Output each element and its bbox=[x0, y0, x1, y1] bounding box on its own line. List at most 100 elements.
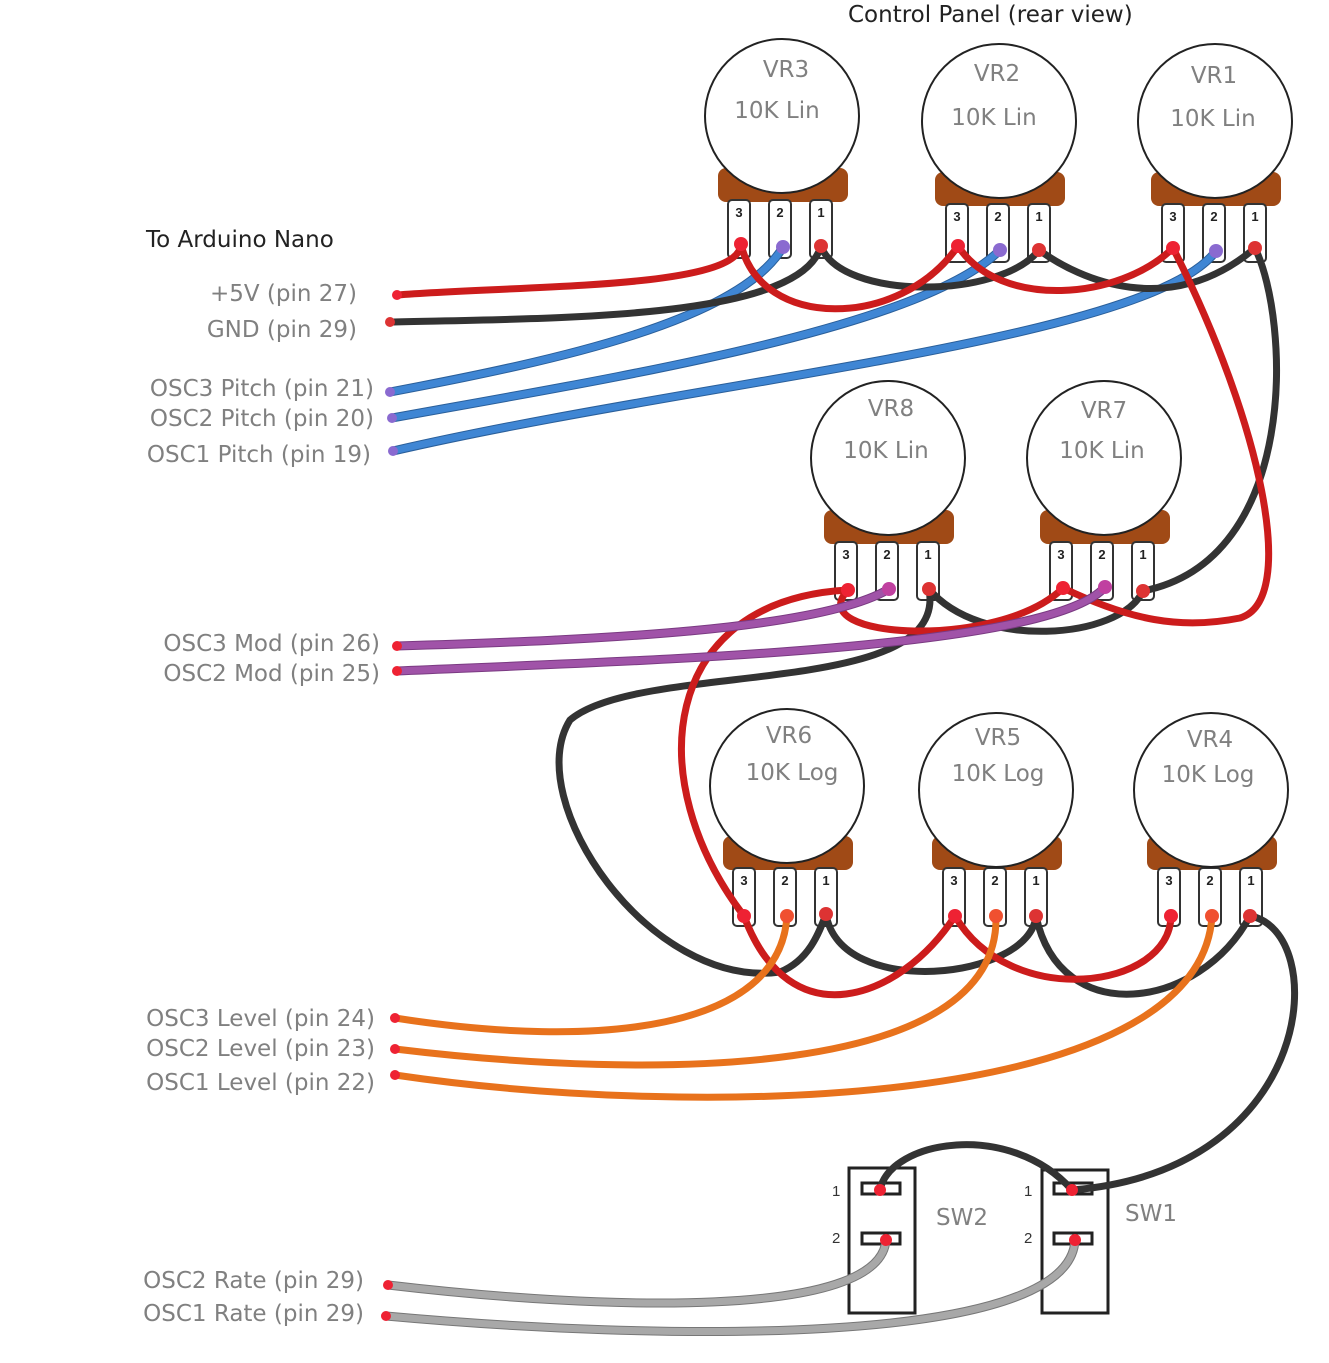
wire-end bbox=[387, 413, 397, 423]
solder-point bbox=[1069, 1234, 1081, 1246]
pot-value: 10K Log bbox=[1162, 762, 1255, 788]
pot-vr6: 3 2 1 VR6 10K Log bbox=[709, 708, 865, 927]
pin-label-3: 3 bbox=[953, 209, 960, 224]
wire-osc2-pitch bbox=[388, 246, 1004, 422]
solder-point bbox=[882, 582, 896, 596]
pot-vr1: 3 2 1 VR1 10K Lin bbox=[1137, 43, 1293, 263]
wire-gnd-vr5-vr4 bbox=[1032, 912, 1254, 998]
pin-label-3: 3 bbox=[735, 205, 742, 220]
solder-points bbox=[381, 237, 1262, 1321]
wire-end bbox=[390, 1044, 400, 1054]
pin-label-1: 1 bbox=[924, 547, 931, 562]
wire-gnd-vr8-vr6 bbox=[555, 585, 934, 977]
solder-point bbox=[1066, 1184, 1078, 1196]
solder-point bbox=[1136, 584, 1150, 598]
pot-lug-1 bbox=[1131, 541, 1155, 601]
solder-point bbox=[874, 1184, 886, 1196]
label-osc3-level: OSC3 Level (pin 24) bbox=[146, 1006, 375, 1032]
solder-point bbox=[780, 909, 794, 923]
wire-end bbox=[392, 666, 402, 676]
pot-value: 10K Log bbox=[746, 760, 839, 786]
pot-vr4: 3 2 1 VR4 10K Log bbox=[1133, 712, 1289, 927]
pot-knob bbox=[918, 712, 1074, 868]
label-osc3-mod: OSC3 Mod (pin 26) bbox=[163, 631, 380, 657]
pot-knob bbox=[1133, 712, 1289, 868]
solder-point bbox=[922, 582, 936, 596]
wire-osc2-level bbox=[391, 912, 1000, 1069]
wire-gnd-vr1-vr7 bbox=[1139, 244, 1280, 595]
label-osc2-pitch: OSC2 Pitch (pin 20) bbox=[150, 406, 374, 432]
wire-5v-vr1-vr7 bbox=[1059, 244, 1273, 627]
wire-5v-vr2-vr1 bbox=[954, 242, 1177, 295]
pin-label-3: 3 bbox=[842, 547, 849, 562]
pin-label-2: 2 bbox=[883, 547, 890, 562]
pot-value: 10K Lin bbox=[1170, 106, 1255, 132]
pot-vr2: 3 2 1 VR2 10K Lin bbox=[921, 43, 1077, 263]
label-osc1-rate: OSC1 Rate (pin 29) bbox=[143, 1301, 364, 1327]
wire-end bbox=[388, 446, 398, 456]
label-osc2-mod: OSC2 Mod (pin 25) bbox=[163, 661, 380, 687]
solder-point bbox=[814, 239, 828, 253]
pin-label-1: 1 bbox=[1035, 209, 1042, 224]
pin-label-1: 1 bbox=[817, 205, 824, 220]
diagram-title: Control Panel (rear view) bbox=[848, 2, 1133, 28]
pot-name: VR2 bbox=[974, 61, 1020, 87]
pot-knob bbox=[704, 38, 860, 194]
wire-gnd-vr3-vr2 bbox=[817, 242, 1043, 291]
solder-point bbox=[776, 240, 790, 254]
pot-name: VR6 bbox=[766, 723, 812, 749]
wire-gnd-main bbox=[386, 242, 825, 326]
solder-point bbox=[1205, 909, 1219, 923]
solder-point bbox=[1166, 241, 1180, 255]
switch-sw2: 1 2 SW2 bbox=[832, 1166, 988, 1315]
pot-name: VR3 bbox=[763, 57, 809, 83]
pin-label-3: 3 bbox=[740, 873, 747, 888]
pot-value: 10K Lin bbox=[1059, 438, 1144, 464]
label-osc3-pitch: OSC3 Pitch (pin 21) bbox=[150, 376, 374, 402]
pin-label-2: 2 bbox=[1210, 209, 1217, 224]
wire-5v-vr6-vr5 bbox=[740, 912, 959, 999]
arduino-heading: To Arduino Nano bbox=[145, 227, 334, 253]
pin-label-3: 3 bbox=[1057, 547, 1064, 562]
pot-knob bbox=[709, 708, 865, 864]
pin-label-2: 2 bbox=[991, 873, 998, 888]
wire-5v-vr5-vr4 bbox=[951, 912, 1175, 983]
solder-point bbox=[819, 907, 833, 921]
wire-gnd-sw1-sw2 bbox=[876, 1141, 1076, 1194]
solder-point bbox=[880, 1234, 892, 1246]
solder-point bbox=[993, 243, 1007, 257]
wire-end bbox=[385, 387, 395, 397]
switch-pin-label-2: 2 bbox=[832, 1230, 840, 1247]
label-osc1-pitch: OSC1 Pitch (pin 19) bbox=[147, 442, 371, 468]
solder-point bbox=[1029, 909, 1043, 923]
solder-point bbox=[1248, 241, 1262, 255]
pot-name: VR7 bbox=[1081, 398, 1127, 424]
pot-value: 10K Log bbox=[952, 761, 1045, 787]
pin-label-3: 3 bbox=[950, 873, 957, 888]
pot-value: 10K Lin bbox=[734, 98, 819, 124]
switch-name: SW2 bbox=[936, 1205, 988, 1231]
wire-osc3-level bbox=[391, 912, 791, 1036]
pot-vr5: 3 2 1 VR5 10K Log bbox=[918, 712, 1074, 927]
pin-label-1: 1 bbox=[1032, 873, 1039, 888]
pot-name: VR5 bbox=[975, 725, 1021, 751]
wire-5v-vr8-vr6 bbox=[678, 586, 852, 920]
label-gnd: GND (pin 29) bbox=[207, 317, 357, 343]
pin-label-2: 2 bbox=[776, 205, 783, 220]
wire-osc1-rate bbox=[382, 1236, 1079, 1335]
wire-end bbox=[385, 317, 395, 327]
pot-name: VR4 bbox=[1187, 727, 1233, 753]
solder-point bbox=[1164, 909, 1178, 923]
pot-value: 10K Lin bbox=[843, 438, 928, 464]
pot-name: VR8 bbox=[868, 396, 914, 422]
solder-point bbox=[1243, 909, 1257, 923]
switch-pin-label-1: 1 bbox=[832, 1183, 840, 1200]
wire-end bbox=[392, 290, 402, 300]
pot-vr3: 3 2 1 VR3 10K Lin bbox=[704, 38, 860, 259]
wire-end bbox=[390, 1013, 400, 1023]
pin-label-1: 1 bbox=[1251, 209, 1258, 224]
label-5v: +5V (pin 27) bbox=[210, 281, 357, 307]
pin-label-2: 2 bbox=[1098, 547, 1105, 562]
wire-gnd-vr4-sw1 bbox=[1068, 912, 1299, 1194]
pin-label-3: 3 bbox=[1169, 209, 1176, 224]
